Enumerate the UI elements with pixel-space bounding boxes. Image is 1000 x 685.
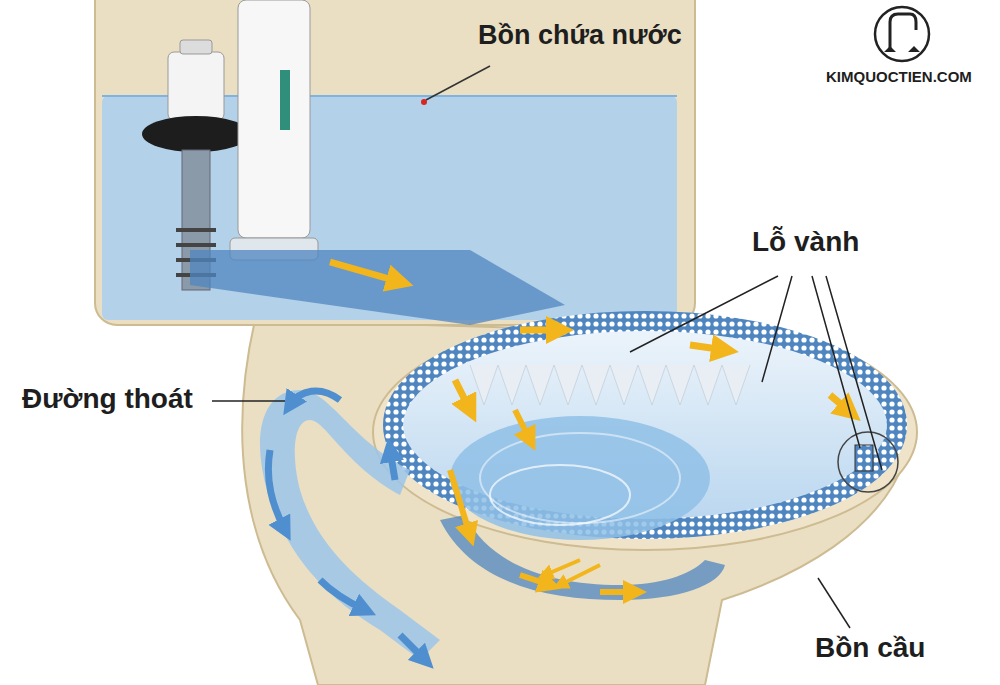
part-label: Đường thoát (22, 383, 193, 415)
part-label: Lỗ vành (752, 226, 859, 258)
tank-body (95, 0, 695, 325)
bowl-water (450, 416, 710, 540)
leader-line (818, 578, 850, 628)
toilet-base (242, 320, 905, 685)
leader-line (630, 276, 882, 470)
flush-valve (238, 0, 310, 238)
flush-channel (190, 250, 565, 325)
watermark: KIMQUOCTIEN.COM (826, 68, 972, 85)
part-label: Bồn cầu (815, 632, 925, 664)
trapway (260, 390, 440, 660)
bowl-rim (373, 314, 917, 550)
logo-icon (875, 7, 929, 61)
fill-valve (168, 52, 224, 120)
jet-channel (440, 515, 725, 600)
part-label: Bồn chứa nước (478, 20, 682, 51)
leader-line (426, 66, 490, 100)
leader-line (212, 400, 285, 402)
